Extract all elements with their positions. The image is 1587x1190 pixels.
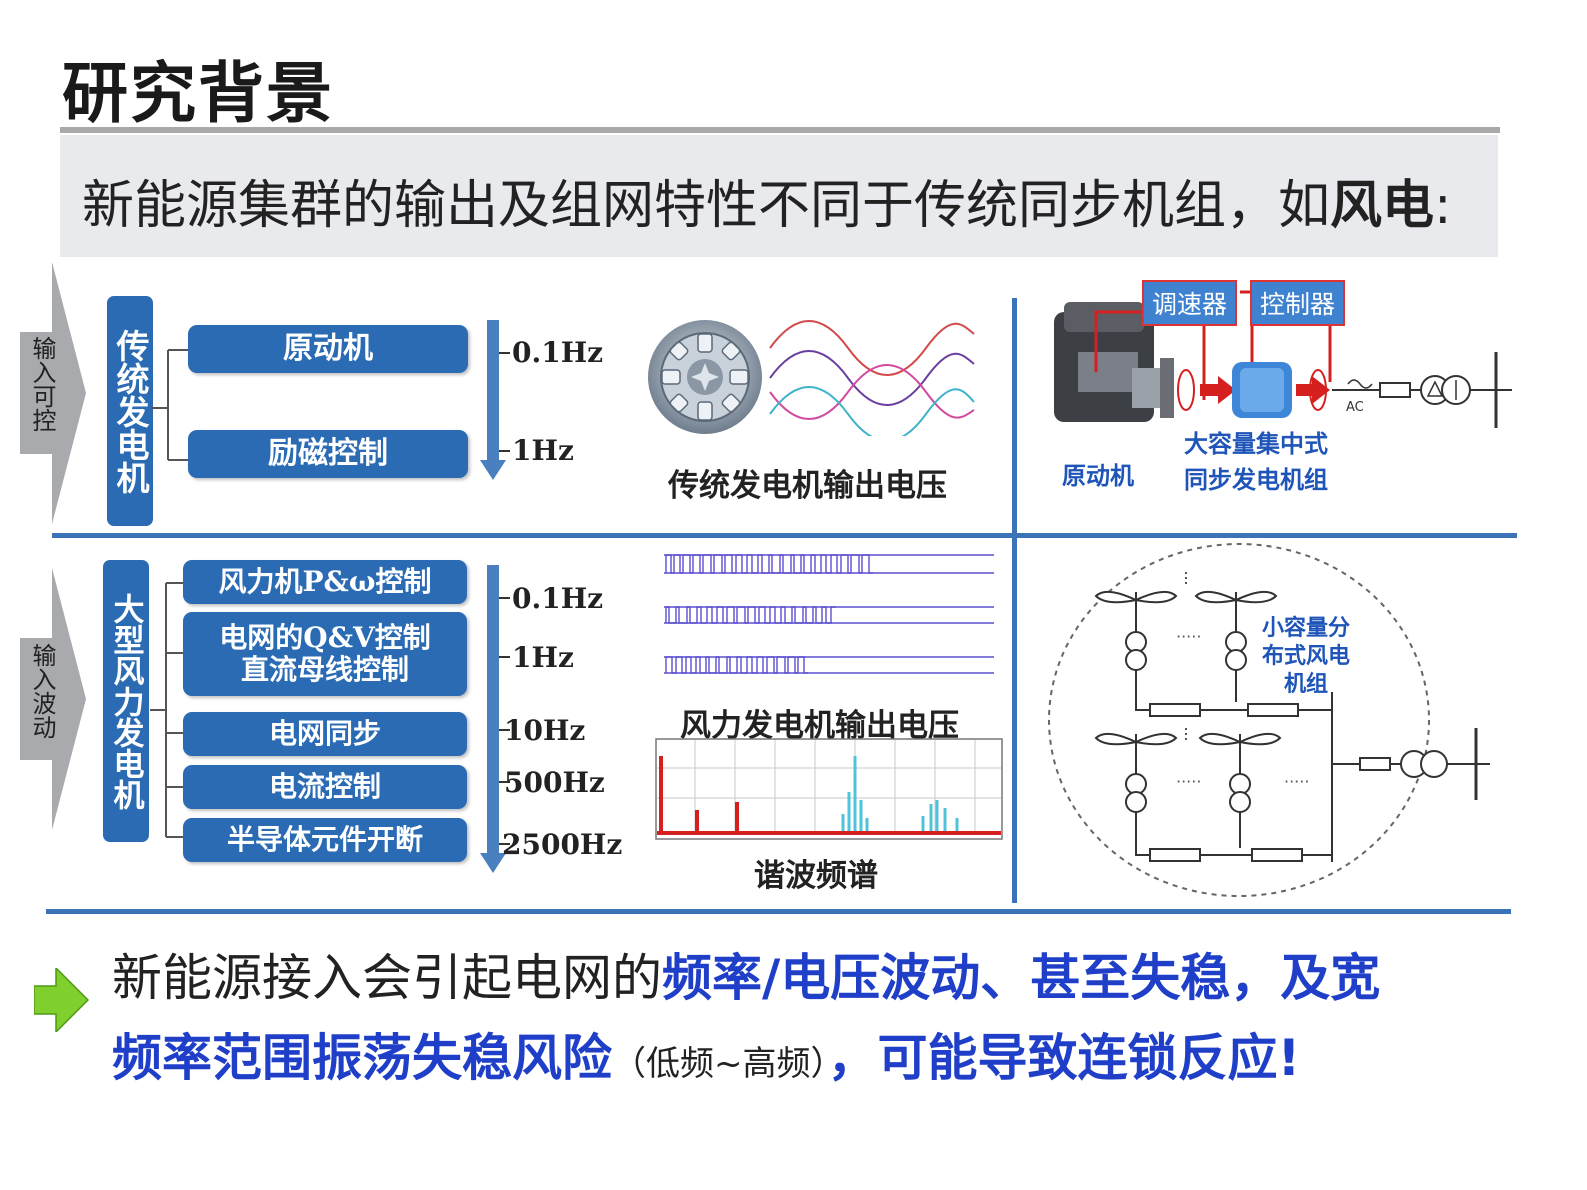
item-excitation-control: 励磁控制 bbox=[188, 430, 468, 478]
conclusion-text: 新能源接入会引起电网的频率/电压波动、甚至失稳，及宽 频率范围振荡失稳风险（低频… bbox=[112, 938, 1512, 1104]
item-current-control: 电流控制 bbox=[183, 765, 467, 809]
conclusion-part1: 新能源接入会引起电网的 bbox=[112, 949, 662, 1007]
bracket-top bbox=[152, 349, 192, 461]
arrow-label-top: 输入可控 bbox=[28, 336, 56, 432]
conclusion-part4: （低频~高频） bbox=[612, 1044, 828, 1084]
freq-bottom-2: 10Hz bbox=[504, 714, 586, 747]
label-unit-line1: 大容量集中式 bbox=[1184, 430, 1328, 458]
label-prime-mover: 原动机 bbox=[1062, 462, 1134, 490]
section-divider-middle bbox=[52, 533, 1517, 538]
conclusion-part2: 频率/电压波动、甚至失稳，及宽 bbox=[662, 949, 1381, 1007]
item-dc-bus-control: 直流母线控制 bbox=[240, 653, 409, 686]
tag-controller: 控制器 bbox=[1250, 280, 1346, 326]
caption-wind-voltage: 风力发电机输出电压 bbox=[680, 708, 959, 744]
caption-harmonic-spectrum: 谐波频谱 bbox=[754, 858, 878, 894]
label-distributed-line3: 机组 bbox=[1283, 672, 1328, 697]
arrow-input-fluctuating bbox=[20, 568, 86, 830]
label-unit-line2: 同步发电机组 bbox=[1184, 466, 1328, 494]
freq-bottom-3: 500Hz bbox=[504, 766, 605, 799]
subtitle: 新能源集群的输出及组网特性不同于传统同步机组，如风电: bbox=[82, 163, 1452, 238]
freq-arrow-bottom bbox=[480, 565, 510, 873]
subtitle-bold: 风电 bbox=[1330, 176, 1435, 236]
item-grid-sync: 电网同步 bbox=[183, 712, 467, 756]
box-traditional-generator: 传统发电机 bbox=[107, 296, 153, 526]
freq-bottom-0: 0.1Hz bbox=[512, 582, 604, 615]
tag-governor: 调速器 bbox=[1142, 280, 1238, 326]
arrow-input-controllable bbox=[20, 262, 86, 524]
subtitle-main: 新能源集群的输出及组网特性不同于传统同步机组，如 bbox=[82, 176, 1331, 236]
pwm-waveforms-chart bbox=[664, 554, 994, 674]
item-semiconductor-switching: 半导体元件开断 bbox=[183, 818, 467, 862]
svg-text:·····: ····· bbox=[1284, 772, 1309, 791]
freq-top-1: 1Hz bbox=[512, 434, 574, 467]
svg-text:·····: ····· bbox=[1176, 627, 1201, 646]
subtitle-end: : bbox=[1434, 176, 1452, 236]
conclusion-part5: ，可能导致连锁反应! bbox=[827, 1029, 1301, 1087]
page-title: 研究背景 bbox=[62, 55, 334, 132]
freq-bottom-1: 1Hz bbox=[512, 641, 574, 674]
subtitle-band bbox=[60, 135, 1498, 257]
sine-waves-chart bbox=[769, 320, 975, 436]
bracket-bottom bbox=[150, 582, 184, 838]
label-distributed-line1: 小容量分 bbox=[1261, 616, 1350, 641]
caption-traditional-voltage: 传统发电机输出电压 bbox=[668, 468, 947, 504]
freq-arrow-top bbox=[480, 320, 510, 480]
item-grid-qv-control: 电网的Q&V控制 bbox=[219, 620, 431, 654]
generator-rotor-icon bbox=[648, 320, 762, 434]
arrow-label-bottom: 输入波动 bbox=[28, 643, 56, 739]
box-wind-generator: 大型风力发电机 bbox=[103, 560, 149, 842]
ac-label: AC bbox=[1346, 400, 1364, 415]
label-distributed-line2: 布式风电 bbox=[1261, 644, 1350, 669]
distributed-wind-diagram: ····· ····· ····· bbox=[1048, 543, 1490, 897]
freq-top-0: 0.1Hz bbox=[512, 336, 604, 369]
conclusion-part3: 频率范围振荡失稳风险 bbox=[112, 1029, 612, 1087]
title-divider bbox=[60, 127, 1500, 133]
column-divider bbox=[1012, 298, 1017, 903]
item-wind-turbine-control: 风力机P&ω控制 bbox=[183, 560, 467, 604]
svg-text:·····: ····· bbox=[1176, 772, 1201, 791]
freq-bottom-4: 2500Hz bbox=[502, 828, 623, 861]
section-divider-bottom bbox=[46, 909, 1511, 914]
item-grid-qv-dc-control: 电网的Q&V控制 直流母线控制 bbox=[183, 612, 467, 696]
item-prime-mover: 原动机 bbox=[188, 325, 468, 373]
green-arrow-icon bbox=[34, 968, 90, 1032]
harmonic-spectrum-chart bbox=[655, 738, 1003, 840]
